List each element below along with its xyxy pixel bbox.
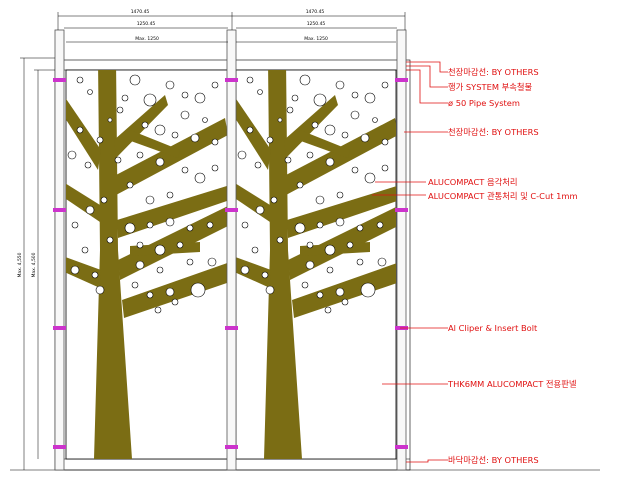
note-engraving: ALUCOMPACT 음각처리: [428, 177, 517, 187]
dim-mid-left: 1250.45: [137, 21, 156, 27]
note-pipe-system: ø 50 Pipe System: [448, 98, 520, 108]
panel-left: [65, 69, 229, 460]
note-ceiling-finish-2: 천장마감선: BY OTHERS: [448, 127, 539, 137]
note-panel: THK6MM ALUCOMPACT 전용판넬: [447, 379, 577, 389]
note-cliper: Al Cliper & Insert Bolt: [448, 323, 538, 333]
dim-top-left: 1470.45: [131, 9, 150, 15]
dim-inner-right: Max. 1250: [304, 36, 328, 42]
note-ceiling-finish: 천장마감선: BY OTHERS: [448, 67, 539, 77]
dim-mid-right: 1250.45: [307, 21, 326, 27]
note-penetration: ALUCOMPACT 관통처리 및 C-Cut 1mm: [428, 191, 578, 201]
note-floor-finish: 바닥마감선: BY OTHERS: [448, 455, 539, 465]
note-hanger-system: 행가 SYSTEM 부속철물: [448, 82, 533, 92]
dim-inner-left: Max. 1250: [135, 36, 159, 42]
dim-top-right: 1470.45: [306, 9, 325, 15]
note-leaders: [372, 61, 448, 463]
dim-height-outer: Max. 4,550: [17, 252, 23, 277]
notes: 천장마감선: BY OTHERS 행가 SYSTEM 부속철물 ø 50 Pip…: [428, 67, 578, 465]
pipe-posts: [54, 29, 407, 471]
dimension-lines: [20, 12, 406, 470]
panel-right: [235, 69, 397, 460]
dim-height-inner: Max. 4,500: [31, 252, 37, 277]
